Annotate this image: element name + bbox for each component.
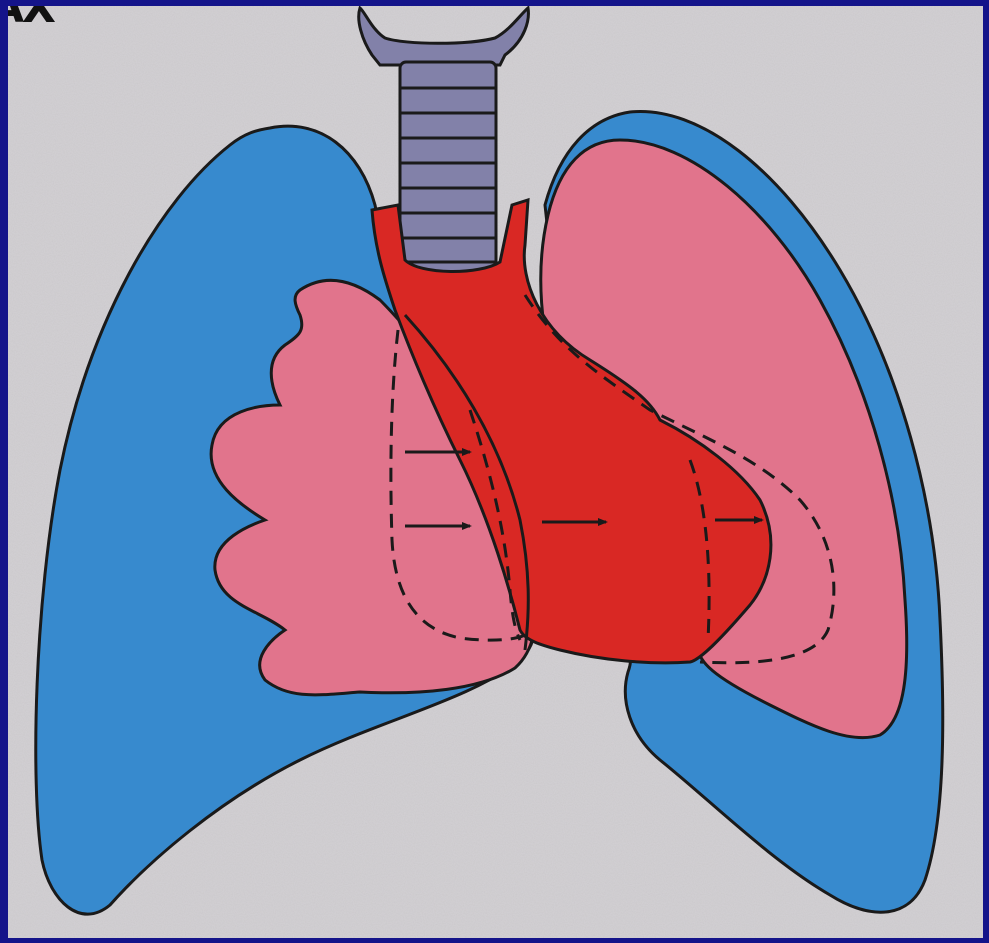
illustration-panel: AX: [8, 6, 983, 938]
texture-overlay: [8, 6, 983, 938]
lung-diagram: [8, 6, 983, 938]
partial-caption: AX: [8, 6, 54, 33]
